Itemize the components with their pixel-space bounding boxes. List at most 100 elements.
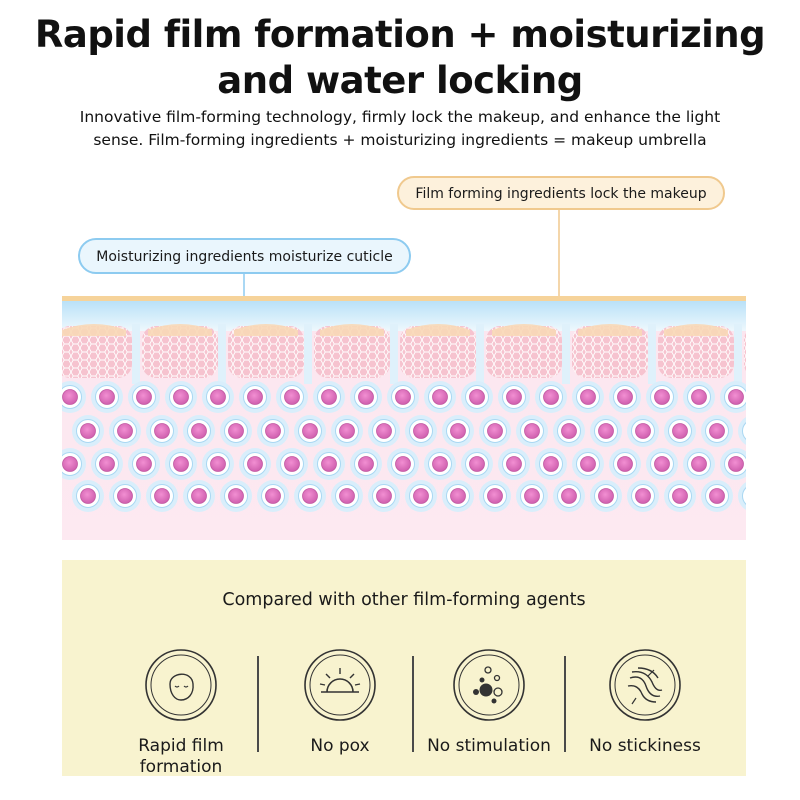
page-title: Rapid film formation + moisturizing and …	[0, 12, 800, 104]
feature-label: No pox	[255, 736, 425, 757]
feature-label-line-1: No pox	[310, 736, 370, 756]
feature-no-stimulation: No stimulation	[404, 648, 574, 772]
skin-cell	[91, 381, 123, 413]
skin-cell	[461, 448, 493, 480]
skin-cell	[276, 448, 308, 480]
face-icon	[145, 649, 217, 721]
skin-cell	[627, 415, 659, 447]
skin-cell	[239, 381, 271, 413]
round-cell-rows	[62, 381, 746, 512]
skin-cell	[701, 480, 733, 512]
skin-cell	[609, 448, 641, 480]
skin-cell	[609, 381, 641, 413]
page-subtitle: Innovative film-forming technology, firm…	[20, 106, 780, 152]
skin-cell	[738, 482, 746, 510]
skin-cell	[646, 448, 678, 480]
feature-label-line-2: formation	[139, 757, 223, 777]
skin-cell	[683, 448, 715, 480]
skin-cell	[146, 415, 178, 447]
feature-label-line-1: Rapid film	[138, 736, 224, 756]
skin-cell	[479, 415, 511, 447]
skin-cell	[646, 381, 678, 413]
feature-divider	[257, 656, 259, 752]
feature-rapid-film: Rapid film formation	[96, 648, 266, 777]
skin-cell	[109, 415, 141, 447]
skin-cell	[165, 448, 197, 480]
subtitle-line-1: Innovative film-forming technology, firm…	[79, 108, 721, 126]
skin-cell	[257, 480, 289, 512]
flat-cell	[744, 332, 746, 372]
skin-cell	[313, 448, 345, 480]
feature-label: Rapid film formation	[96, 736, 266, 778]
skin-cell	[701, 415, 733, 447]
skin-cell	[313, 381, 345, 413]
feature-label: No stickiness	[560, 736, 730, 757]
skin-cell	[294, 480, 326, 512]
skin-cell	[627, 480, 659, 512]
comparison-panel: Compared with other film-forming agents …	[62, 560, 746, 777]
skin-cell	[424, 381, 456, 413]
skin-cell	[553, 480, 585, 512]
flat-cell	[142, 324, 226, 384]
skin-cell	[368, 415, 400, 447]
film-layer	[62, 296, 746, 301]
strands-icon	[609, 649, 681, 721]
skin-cell	[220, 480, 252, 512]
skin-cell	[405, 415, 437, 447]
flat-cell	[572, 324, 656, 384]
skin-cell	[720, 381, 746, 413]
skin-cell	[146, 480, 178, 512]
skin-cell	[202, 448, 234, 480]
skin-cell	[479, 480, 511, 512]
moisture-callout: Moisturizing ingredients moisturize cuti…	[78, 238, 411, 274]
flat-cell	[400, 324, 484, 384]
skin-cell	[72, 480, 104, 512]
skin-cell	[664, 415, 696, 447]
feature-label-line-1: No stickiness	[589, 736, 701, 756]
skin-cell	[350, 448, 382, 480]
skin-cell	[165, 381, 197, 413]
sunrise-icon	[304, 649, 376, 721]
flat-cell	[658, 324, 742, 384]
skin-cell	[405, 480, 437, 512]
skin-cell	[294, 415, 326, 447]
skin-cell	[498, 448, 530, 480]
skin-cell	[516, 415, 548, 447]
skin-cell	[331, 415, 363, 447]
skin-cell	[516, 480, 548, 512]
flat-cell	[62, 324, 140, 384]
skin-cell	[239, 448, 271, 480]
skin-cell	[220, 415, 252, 447]
skin-cell	[590, 415, 622, 447]
skin-layer-illustration	[62, 296, 746, 540]
skin-cell	[128, 381, 160, 413]
skin-cell	[62, 381, 86, 413]
skin-cell	[535, 381, 567, 413]
skin-cell	[387, 448, 419, 480]
skin-cell	[664, 480, 696, 512]
skin-cell	[183, 415, 215, 447]
skin-cell	[461, 381, 493, 413]
skin-cell	[62, 448, 86, 480]
feature-divider	[412, 656, 414, 752]
skin-cell	[720, 448, 746, 480]
skin-cell	[424, 448, 456, 480]
skin-cell	[442, 415, 474, 447]
skin-cell	[350, 381, 382, 413]
skin-cell	[257, 415, 289, 447]
skin-cell	[498, 381, 530, 413]
feature-no-pox: No pox	[255, 648, 425, 772]
feature-divider	[564, 656, 566, 752]
skin-cell	[276, 381, 308, 413]
skin-cell	[183, 480, 215, 512]
bubbles-icon	[453, 649, 525, 721]
skin-cell	[590, 480, 622, 512]
skin-cell	[72, 415, 104, 447]
skin-cell	[387, 381, 419, 413]
skin-cell	[572, 448, 604, 480]
flat-cell	[314, 324, 398, 384]
flat-cell-row	[62, 324, 746, 384]
skin-cell	[553, 415, 585, 447]
skin-cell	[128, 448, 160, 480]
subtitle-line-2: sense. Film-forming ingredients + moistu…	[93, 131, 707, 149]
